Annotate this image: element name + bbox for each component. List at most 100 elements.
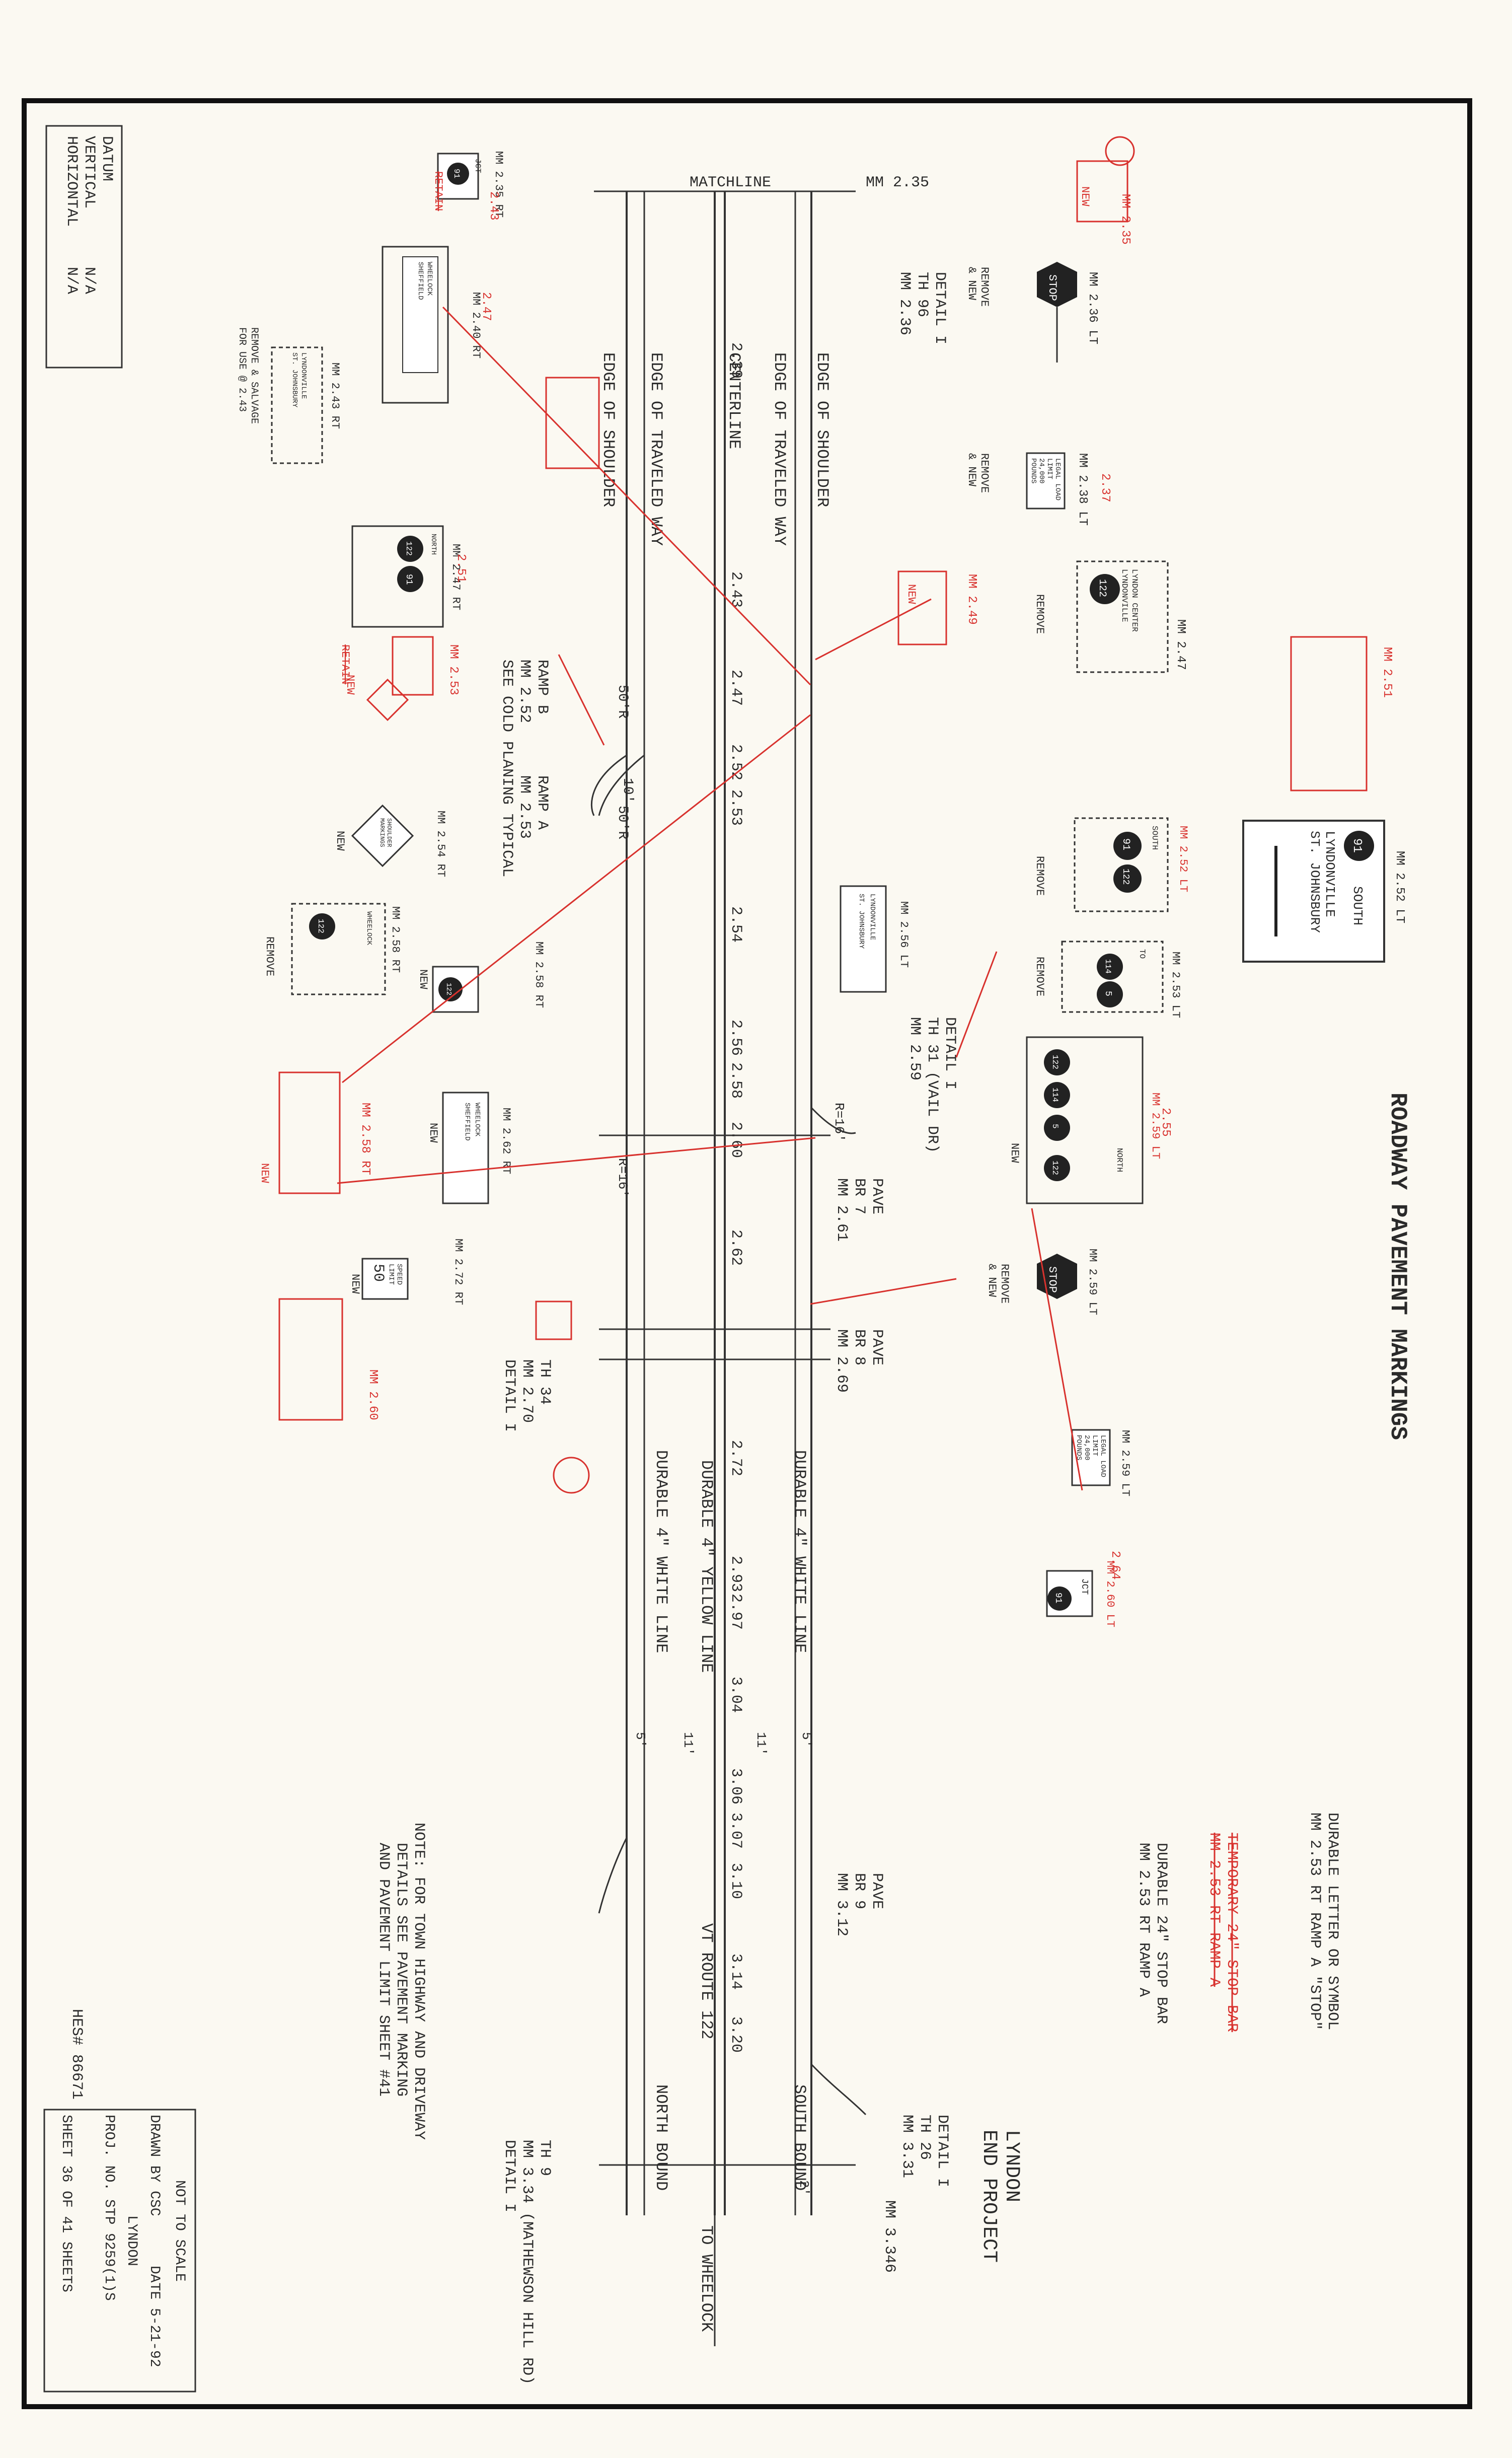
sheet-border (22, 98, 1472, 2409)
remove-label: REMOVE (998, 1264, 1011, 1304)
station-label: 2.56 (727, 1020, 744, 1056)
remove-label: REMOVE (263, 936, 276, 976)
jct91-sign-260: 91 JCT MM 2.60 LT (1046, 1561, 1116, 1627)
new-label: & NEW (965, 267, 978, 301)
ramp-a-mm: MM 2.53 (516, 775, 533, 839)
matchline-mm: MM 2.35 (866, 174, 929, 191)
route-shield-text: 91 (1053, 1593, 1063, 1604)
remove-label: REMOVE (1033, 856, 1046, 896)
ramp-a: RAMP A (534, 775, 551, 830)
route-assembly-259: 122 114 5 122 NORTH MM 2.59 LT NEW (1008, 1036, 1162, 1204)
mm-label: MM 2.52 LT (1177, 826, 1189, 892)
redline-markups (278, 136, 1368, 1494)
direction-text: NORTH (1115, 1148, 1124, 1172)
mm-label: MM 2.53 LT (1169, 952, 1182, 1018)
stop-text: STOP (1046, 1266, 1059, 1293)
station-marks: 2.39 2.43 2.47 2.52 2.53 2.54 2.56 2.58 … (727, 342, 744, 2053)
station-label: 3.14 (727, 1954, 744, 1990)
dest-text: WHEELOCK (425, 262, 433, 296)
mm-label: MM 2.59 LT (1149, 1093, 1162, 1159)
red-note: MM 2.60 (366, 1369, 380, 1420)
mm-label: MM 2.62 RT (500, 1108, 512, 1174)
detail-th34-2: MM 2.70 (518, 1359, 536, 1423)
speed-text: SPEED (395, 1264, 403, 1285)
remove-label: REMOVE (978, 267, 991, 307)
red-note: RETAIN (339, 644, 351, 684)
dest-text: SHEFFIELD (463, 1103, 471, 1141)
red-note: RETAIN (432, 171, 444, 211)
mm-label: MM 2.36 LT (1086, 272, 1099, 344)
detail-br9-3: MM 3.12 (833, 1873, 850, 1936)
dim-5: 5' (633, 1732, 648, 1748)
detail-th31-1: DETAIL I (941, 1017, 958, 1090)
detail-th34-3: DETAIL I (501, 1359, 518, 1432)
detail-th96-1: DETAIL I (931, 272, 948, 344)
note-stopbar-2: MM 2.53 RT RAMP A (1135, 1843, 1152, 1997)
red-note: NEW (905, 584, 918, 604)
detail-notes: DETAIL I TH 96 MM 2.36 DETAIL I TH 31 (V… (498, 272, 958, 2384)
detail-th9-3: DETAIL I (501, 2140, 518, 2212)
matchline-label: MATCHLINE (690, 174, 771, 191)
route-shield-text: 122 (1096, 579, 1108, 597)
detail-br8-2: BR 8 (851, 1329, 868, 1365)
mm-label: MM 2.40 RT (470, 292, 482, 358)
station-label: 3.20 (727, 2016, 744, 2053)
stop-sign-236: STOP MM 2.36 LT REMOVE& NEW (965, 262, 1099, 363)
tb-scale: NOT TO SCALE (172, 2180, 187, 2282)
direction-text: NORTH (429, 534, 437, 555)
detail-br7-3: MM 2.61 (833, 1178, 850, 1242)
jct-text: JCT (473, 159, 482, 173)
mm-label: MM 2.35 RT (492, 151, 505, 218)
legal-text: POUNDS (1075, 1435, 1083, 1460)
durable-white-right: DURABLE 4" WHITE LINE (790, 1450, 809, 1653)
note-letter-2: MM 2.53 RT RAMP A "STOP" (1306, 1813, 1323, 2030)
legal-text: LEGAL LOAD (1053, 458, 1062, 500)
jct91-sign-235: 91 JCT MM 2.35 RT (437, 151, 505, 218)
durable-yellow: DURABLE 4" YELLOW LINE (697, 1460, 716, 1673)
detail-br9-1: PAVE (868, 1873, 885, 1909)
new-label: NEW (1008, 1143, 1021, 1163)
detail-br8-3: MM 2.69 (833, 1329, 850, 1393)
legal-text: 24,000 (1037, 458, 1045, 483)
detail-th96-2: TH 96 (914, 272, 931, 317)
red-note: 2.47 (479, 292, 493, 321)
red-note: NEW (1079, 186, 1091, 206)
detail-th9-2: MM 3.34 (MATHEWSON HILL RD) (518, 2140, 536, 2384)
route-shield-text: 114 (1050, 1088, 1060, 1102)
dim-11-2: 11' (753, 1732, 769, 1756)
ramp-b-mm: MM 2.52 (516, 660, 533, 723)
tb-town: LYNDON (124, 2215, 139, 2266)
route-shield-text: 5 (1050, 1124, 1060, 1129)
road-text: EDGE OF SHOULDER EDGE OF TRAVELED WAY CE… (599, 352, 847, 2332)
dest-text: LYNDONVILLE (299, 352, 308, 399)
edge-of-traveled-way-left: EDGE OF TRAVELED WAY (647, 352, 665, 546)
south-bound: SOUTH BOUND (790, 2084, 809, 2191)
note-temp-1: TEMPORARY 24" STOP BAR (1223, 1833, 1240, 2032)
ramp-b: RAMP B (534, 660, 551, 714)
dest-text: SHEFFIELD (416, 262, 424, 300)
mm-label: MM 2.72 RT (452, 1239, 465, 1305)
speed-text: LIMIT (387, 1264, 395, 1285)
dest-text: LYNDONVILLE (1120, 569, 1129, 622)
red-note: MM 2.51 (1380, 647, 1394, 698)
red-note: NEW (344, 675, 356, 695)
hes-number: HES# 86671 (68, 2009, 85, 2100)
dim-5-2: 5' (799, 1732, 814, 1748)
edge-of-traveled-way-right: EDGE OF TRAVELED WAY (770, 352, 789, 546)
new-label: & NEW (986, 1264, 998, 1297)
dim-2: 2' (796, 2180, 811, 2196)
note-town-2: DETAILS SEE PAVEMENT MARKING (393, 1843, 410, 2096)
mm-label: MM 2.58 RT (533, 942, 545, 1008)
dest-text: ST. JOHNSBURY (290, 352, 298, 408)
new-label: NEW (334, 831, 346, 851)
jct-text: JCT (1079, 1578, 1089, 1595)
matchline: MATCHLINE MM 2.35 (690, 174, 929, 191)
note-town-3: AND PAVEMENT LIMIT SHEET #41 (375, 1843, 392, 2096)
road-lines (590, 190, 867, 2346)
new-label: NEW (427, 1123, 439, 1143)
legal-text: POUNDS (1029, 458, 1037, 483)
station-label: 2.54 (727, 906, 744, 943)
